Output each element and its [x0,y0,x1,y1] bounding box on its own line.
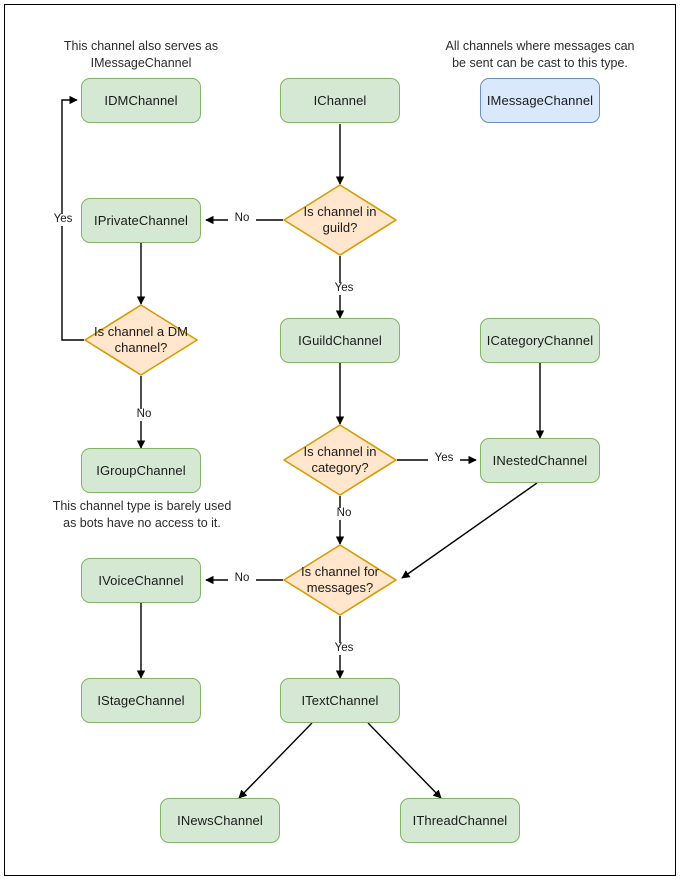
node-inestedchannel[interactable]: INestedChannel [480,438,600,483]
decision-label: Is channel for messages? [300,563,380,595]
diamond-shape [283,424,397,496]
decision-is-channel-a-dm-channel[interactable]: Is channel a DM channel? [84,304,198,376]
note-group-channel: This channel type is barely used as bots… [52,499,232,530]
decision-is-channel-in-guild[interactable]: Is channel in guild? [283,184,397,256]
decision-is-channel-for-messages[interactable]: Is channel for messages? [283,544,397,616]
edge-label-no-messages: No [228,572,256,585]
edge-label-yes-category: Yes [428,452,460,465]
diamond-shape [283,544,397,616]
node-imessagechannel[interactable]: IMessageChannel [480,78,600,123]
decision-is-channel-in-category[interactable]: Is channel in category? [283,424,397,496]
edge-itextchannel-to-inewschannel [238,722,313,799]
edge-inestedchannel-to-messages-decision [401,482,538,579]
decision-label: Is channel in guild? [303,203,377,235]
node-ichannel[interactable]: IChannel [280,78,400,123]
node-itextchannel[interactable]: ITextChannel [280,678,400,723]
edge-label-yes-dm-loop: Yes [46,213,80,226]
node-iguildchannel[interactable]: IGuildChannel [280,318,400,363]
note-message-channel: All channels where messages can be sent … [445,39,635,70]
node-inewschannel[interactable]: INewsChannel [160,798,280,843]
edge-label-no-category: No [330,507,358,520]
node-ivoicechannel[interactable]: IVoiceChannel [81,558,201,603]
decision-label: Is channel in category? [303,443,377,475]
edge-itextchannel-to-ithreadchannel [367,722,442,799]
note-dm-channel: This channel also serves as IMessageChan… [63,39,219,70]
diamond-shape [84,304,198,376]
node-idmchannel[interactable]: IDMChannel [81,78,201,123]
edge-label-no-dm: No [130,408,158,421]
edge-label-yes-guild: Yes [328,282,360,295]
decision-label: Is channel a DM channel? [94,323,188,355]
node-iprivatechannel[interactable]: IPrivateChannel [81,198,201,243]
node-icategorychannel[interactable]: ICategoryChannel [480,318,600,363]
node-igroupchannel[interactable]: IGroupChannel [81,448,201,493]
edge-label-yes-messages: Yes [328,642,360,655]
node-ithreadchannel[interactable]: IThreadChannel [400,798,520,843]
edge-label-no-guild: No [228,212,256,225]
diamond-shape [283,184,397,256]
node-istagechannel[interactable]: IStageChannel [81,678,201,723]
